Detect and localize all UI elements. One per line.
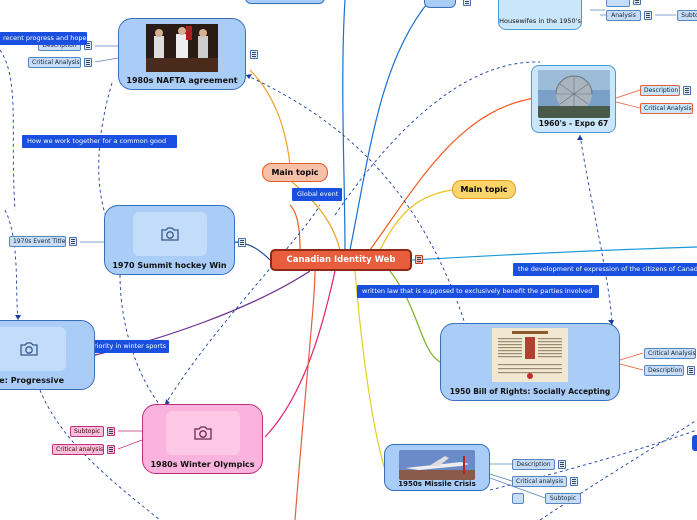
partial-top-node[interactable]	[245, 0, 325, 4]
node-medicare[interactable]: edicare: Progressive	[0, 320, 95, 390]
menu-icon[interactable]	[558, 460, 566, 469]
node-housewives[interactable]: Housewifes in the 1950's	[498, 0, 582, 30]
bill-of-rights-photo	[492, 328, 568, 382]
note-winter-sports[interactable]: riority in winter sports	[89, 340, 169, 353]
menu-icon[interactable]	[84, 41, 92, 50]
node-title: edicare: Progressive	[0, 376, 64, 385]
menu-icon[interactable]	[463, 0, 471, 6]
menu-icon[interactable]	[415, 255, 423, 264]
node-title: 1980s Winter Olympics	[150, 460, 255, 469]
node-hockey[interactable]: 1970 Summit hockey Win	[104, 205, 235, 275]
tag-housewives-1[interactable]	[606, 0, 630, 7]
main-topic-right[interactable]: Main topic	[452, 180, 516, 199]
tag-subtopic[interactable]: Subtopic	[545, 493, 581, 504]
node-title: 1980s NAFTA agreement	[126, 76, 238, 85]
tag-event-title[interactable]: 1970s Event Title	[9, 236, 66, 247]
tag-description[interactable]: Description	[640, 85, 680, 96]
tag-critical-analysis[interactable]: Critical Analysis	[28, 57, 81, 68]
tag-subtopic[interactable]: Subtopic	[70, 426, 104, 437]
missile-photo	[399, 450, 475, 480]
central-topic[interactable]: Canadian Identity Web	[270, 249, 412, 271]
tag-subtopic[interactable]: Subto	[677, 10, 697, 21]
node-title: 1950s Missile Crisis	[398, 480, 476, 488]
jet-icon	[399, 450, 475, 480]
node-title: Housewifes in the 1950's	[499, 17, 581, 25]
camera-icon	[20, 342, 38, 356]
menu-icon[interactable]	[107, 427, 115, 436]
menu-icon[interactable]	[687, 366, 695, 375]
menu-icon[interactable]	[683, 86, 691, 95]
note-expression[interactable]: the development of expression of the cit…	[513, 263, 697, 276]
tag-critical-analysis[interactable]: Critical Analysis	[640, 103, 693, 114]
document-icon	[492, 328, 568, 382]
menu-icon[interactable]	[250, 50, 258, 59]
note-progress[interactable]: recent progress and hope	[0, 32, 87, 45]
tag-critical-analysis[interactable]: Critical analysis	[512, 476, 567, 487]
nafta-photo	[146, 24, 218, 72]
expo-photo	[537, 70, 610, 118]
partial-right-node[interactable]	[692, 435, 697, 451]
note-law[interactable]: written law that is supposed to exclusiv…	[357, 285, 599, 298]
menu-icon[interactable]	[238, 238, 246, 247]
main-topic-left[interactable]: Main topic	[262, 163, 328, 182]
tag-description[interactable]: Description	[512, 459, 555, 470]
menu-icon[interactable]	[644, 11, 652, 20]
node-title: 1970 Summit hockey Win	[112, 261, 227, 270]
tag-subtopic-stub[interactable]	[512, 493, 524, 504]
node-winter-olympics[interactable]: 1980s Winter Olympics	[142, 404, 263, 474]
node-title: 1960's - Expo 67	[538, 119, 609, 128]
tag-critical-analysis[interactable]: Critical analysis	[52, 444, 104, 455]
menu-icon[interactable]	[633, 0, 641, 5]
photo-icon	[146, 24, 218, 72]
menu-icon[interactable]	[107, 445, 115, 454]
menu-icon[interactable]	[84, 58, 92, 67]
tag-analysis[interactable]: Analysis	[606, 10, 641, 21]
node-missile-crisis[interactable]: 1950s Missile Crisis	[384, 444, 490, 491]
menu-icon[interactable]	[570, 477, 578, 486]
note-together[interactable]: How we work together for a common good	[22, 135, 177, 148]
photo-icon	[537, 70, 610, 118]
node-expo[interactable]: 1960's - Expo 67	[531, 65, 616, 133]
hockey-photo-placeholder	[132, 212, 207, 256]
olympics-photo-placeholder	[165, 411, 240, 455]
note-global-event[interactable]: Global event	[292, 188, 342, 201]
node-nafta[interactable]: 1980s NAFTA agreement	[118, 18, 246, 90]
tag-description[interactable]: Description	[644, 365, 684, 376]
camera-icon	[160, 227, 179, 241]
node-bill-of-rights[interactable]: 1950 Bill of Rights: Socially Accepting	[440, 323, 620, 401]
partial-top-right-node[interactable]	[424, 0, 456, 8]
menu-icon[interactable]	[69, 237, 77, 246]
tag-critical-analysis[interactable]: Critical Analysis	[644, 348, 696, 359]
node-title: 1950 Bill of Rights: Socially Accepting	[449, 387, 611, 396]
camera-icon	[193, 426, 212, 440]
medicare-photo-placeholder	[0, 327, 66, 371]
